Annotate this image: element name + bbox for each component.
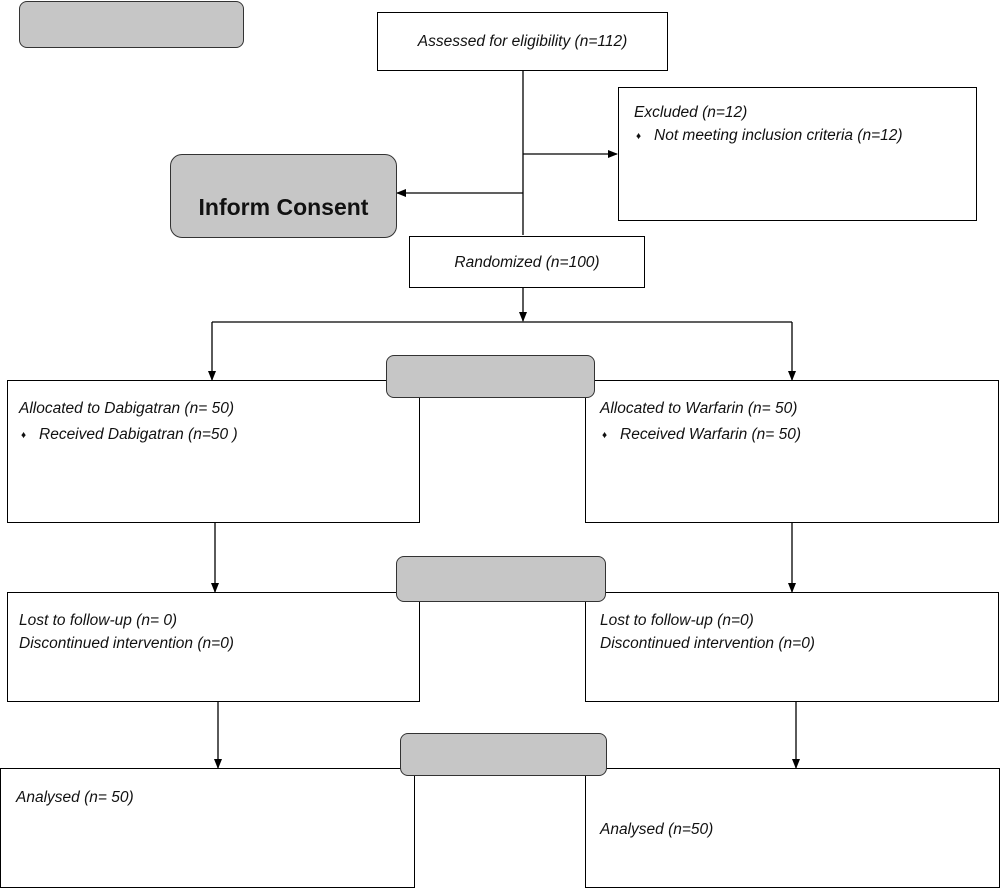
left-lost-text: Lost to follow-up (n= 0) (19, 612, 178, 629)
bullet-icon: ♦ (602, 430, 608, 441)
excluded-item-text: Not meeting inclusion criteria (n=12) (654, 127, 903, 144)
enrollment-stage-label (19, 1, 244, 48)
left-allocation-box: Allocated to Dabigatran (n= 50) ♦ Receive… (7, 380, 420, 523)
excluded-item: ♦ Not meeting inclusion criteria (n=12) (634, 124, 976, 148)
right-received-item: ♦ Received Warfarin (n= 50) (600, 423, 998, 447)
left-discontinued-text: Discontinued intervention (n=0) (19, 635, 234, 652)
excluded-box: Excluded (n=12) ♦ Not meeting inclusion c… (618, 87, 977, 221)
randomized-text: Randomized (n=100) (454, 253, 600, 271)
right-analysis-box: Analysed (n=50) (585, 768, 1000, 888)
bullet-icon: ♦ (636, 131, 642, 142)
allocation-stage-label (386, 355, 595, 398)
excluded-title: Excluded (n=12) (634, 104, 748, 121)
right-analysed-text: Analysed (n=50) (600, 821, 714, 838)
inform-consent-text: Inform Consent (198, 193, 369, 220)
left-analysed-text: Analysed (n= 50) (16, 789, 134, 806)
inform-consent-box: Inform Consent (170, 154, 397, 238)
randomized-box: Randomized (n=100) (409, 236, 645, 288)
assessed-box: Assessed for eligibility (n=112) (377, 12, 668, 71)
right-discontinued-text: Discontinued intervention (n=0) (600, 635, 815, 652)
bullet-icon: ♦ (21, 430, 27, 441)
left-analysis-box: Analysed (n= 50) (0, 768, 415, 888)
right-followup-box: Lost to follow-up (n=0) Discontinued int… (585, 592, 999, 702)
assessed-text: Assessed for eligibility (n=112) (417, 33, 628, 50)
left-received-item: ♦ Received Dabigatran (n=50 ) (19, 423, 419, 447)
right-lost-text: Lost to follow-up (n=0) (600, 612, 754, 629)
right-allocation-box: Allocated to Warfarin (n= 50) ♦ Received … (585, 380, 999, 523)
right-allocated-text: Allocated to Warfarin (n= 50) (600, 400, 798, 417)
left-allocated-text: Allocated to Dabigatran (n= 50) (19, 400, 234, 417)
left-followup-box: Lost to follow-up (n= 0) Discontinued in… (7, 592, 420, 702)
right-received-text: Received Warfarin (n= 50) (620, 426, 802, 443)
analysis-stage-label (400, 733, 607, 776)
followup-stage-label (396, 556, 606, 602)
left-received-text: Received Dabigatran (n=50 ) (39, 426, 238, 443)
